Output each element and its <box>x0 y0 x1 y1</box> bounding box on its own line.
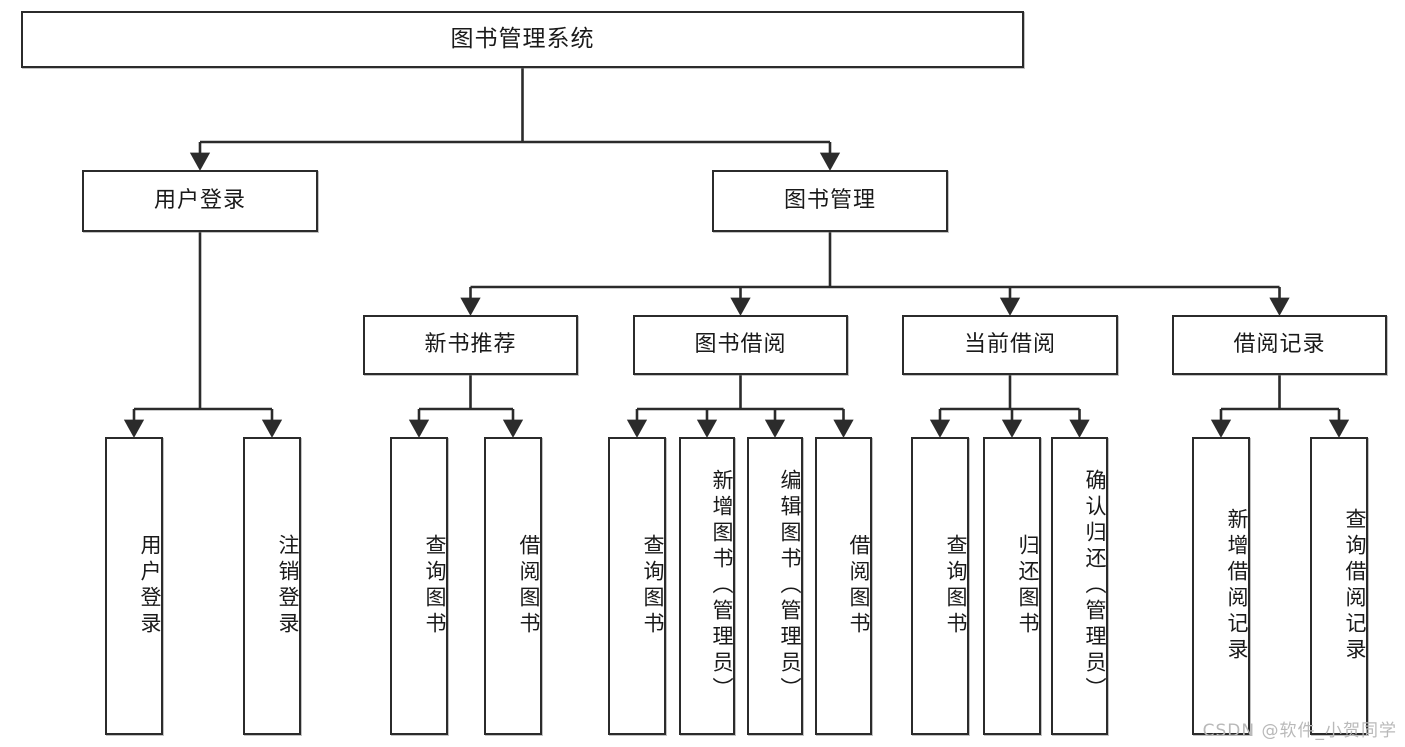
node-label: 新增图书（管理员） <box>710 469 734 703</box>
node-leaf6[interactable]: 新增图书（管理员） <box>679 437 735 735</box>
node-records[interactable]: 借阅记录 <box>1172 315 1387 375</box>
node-label: 用户登录 <box>153 187 246 213</box>
node-label: 查询图书 <box>423 534 447 638</box>
node-label: 图书管理 <box>783 187 876 213</box>
node-leaf13[interactable]: 查询借阅记录 <box>1310 437 1368 735</box>
node-borrow[interactable]: 图书借阅 <box>633 315 848 375</box>
node-leaf8[interactable]: 借阅图书 <box>815 437 872 735</box>
node-label: 图书管理系统 <box>450 25 595 52</box>
node-label: 注销登录 <box>276 534 300 638</box>
node-leaf2[interactable]: 注销登录 <box>243 437 301 735</box>
node-leaf1[interactable]: 用户登录 <box>105 437 163 735</box>
node-label: 新增借阅记录 <box>1225 508 1249 664</box>
node-leaf9[interactable]: 查询图书 <box>911 437 969 735</box>
node-leaf5[interactable]: 查询图书 <box>608 437 666 735</box>
node-leaf7[interactable]: 编辑图书（管理员） <box>747 437 803 735</box>
node-label: 编辑图书（管理员） <box>778 469 802 703</box>
node-label: 借阅图书 <box>517 534 541 638</box>
node-label: 归还图书 <box>1016 534 1040 638</box>
node-label: 当前借阅 <box>963 331 1056 357</box>
node-newbook[interactable]: 新书推荐 <box>363 315 578 375</box>
node-root[interactable]: 图书管理系统 <box>21 11 1024 68</box>
node-label: 确认归还（管理员） <box>1083 469 1107 703</box>
node-label: 查询图书 <box>641 534 665 638</box>
node-leaf12[interactable]: 新增借阅记录 <box>1192 437 1250 735</box>
node-label: 图书借阅 <box>694 331 787 357</box>
node-leaf10[interactable]: 归还图书 <box>983 437 1041 735</box>
node-label: 查询图书 <box>944 534 968 638</box>
node-label: 查询借阅记录 <box>1343 508 1367 664</box>
node-leaf11[interactable]: 确认归还（管理员） <box>1051 437 1108 735</box>
node-label: 借阅图书 <box>847 534 871 638</box>
node-label: 新书推荐 <box>424 331 517 357</box>
node-login[interactable]: 用户登录 <box>82 170 318 232</box>
node-bookmgmt[interactable]: 图书管理 <box>712 170 948 232</box>
node-current[interactable]: 当前借阅 <box>902 315 1118 375</box>
node-label: 借阅记录 <box>1233 331 1326 357</box>
node-leaf4[interactable]: 借阅图书 <box>484 437 542 735</box>
node-label: 用户登录 <box>138 534 162 638</box>
node-leaf3[interactable]: 查询图书 <box>390 437 448 735</box>
